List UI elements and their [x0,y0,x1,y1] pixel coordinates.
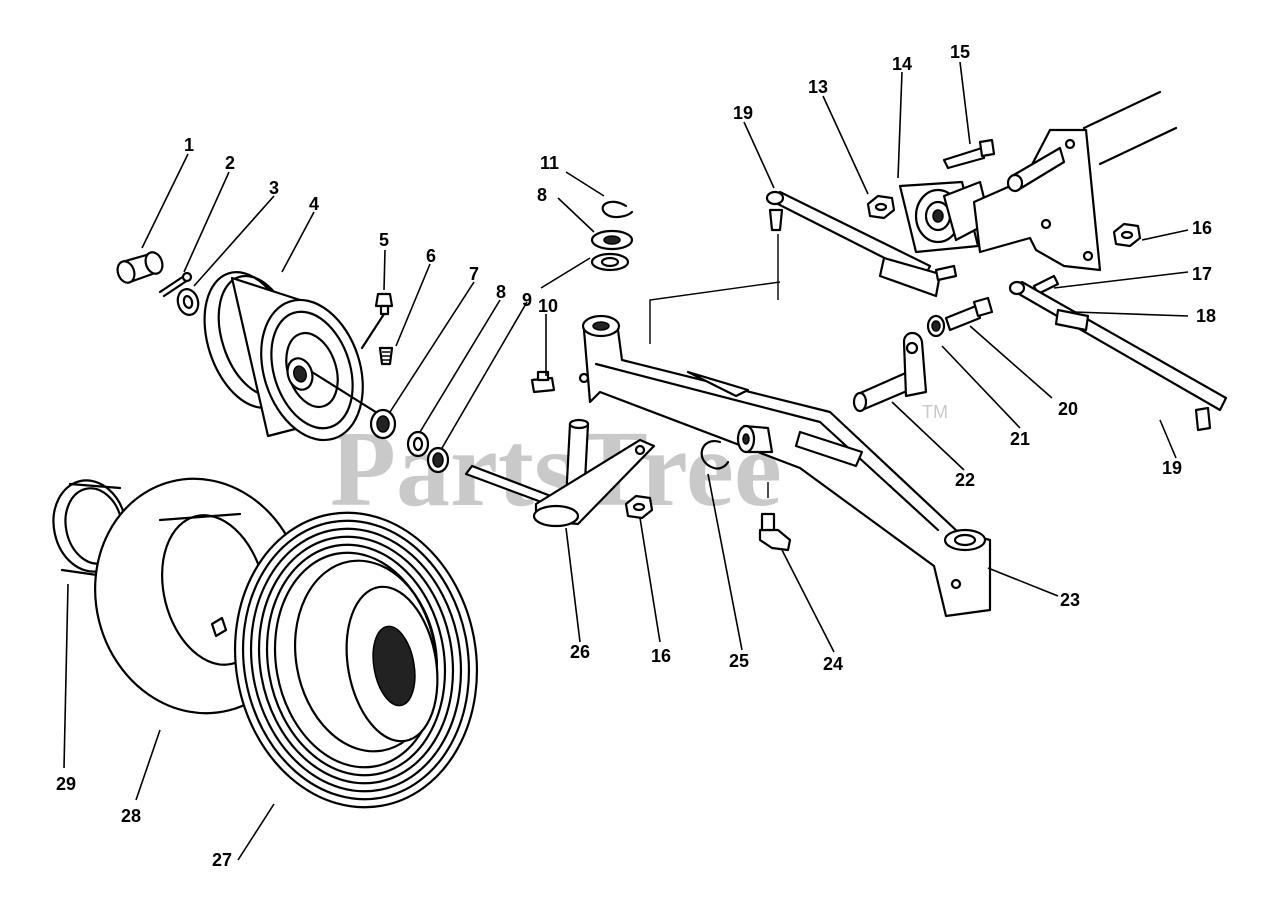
callout-19-upper: 19 [733,103,753,123]
callout-10: 10 [538,296,558,316]
part-23-axle-beam [578,281,992,618]
callout-13: 13 [808,77,828,97]
part-25-bushing [736,424,774,498]
part-25-e-clip [700,440,730,470]
callout-16-lower: 16 [651,646,671,666]
callout-15: 15 [950,42,970,62]
part-9-washer-upper [590,252,630,272]
part-2-pin [158,271,193,298]
part-19-tie-rod-upper [765,190,958,300]
callout-numbers: 1 2 3 4 5 6 7 8 9 10 11 8 13 14 15 19 16… [56,42,1216,870]
part-10-grease-fitting [530,370,556,394]
callout-18: 18 [1196,306,1216,326]
callout-20: 20 [1058,399,1078,419]
part-16-nut-upper [1112,222,1142,248]
callout-leaders [63,61,1189,861]
part-24-grease-fitting [758,512,792,552]
part-21-washer [926,314,946,338]
part-27-tire [233,511,479,809]
callout-7: 7 [469,264,479,284]
part-22-pivot-pin [852,331,928,413]
callout-19-lower: 19 [1162,458,1182,478]
callout-21: 21 [1010,429,1030,449]
callout-14: 14 [892,54,912,74]
part-8-washer-upper [590,229,634,251]
callout-29: 29 [56,774,76,794]
callout-23: 23 [1060,590,1080,610]
part-11-e-clip [601,200,634,219]
part-6-bolt [378,346,394,366]
callout-4: 4 [309,194,319,214]
callout-11: 11 [540,153,559,173]
callout-8-upper: 8 [537,185,547,205]
part-9-washer-lower [426,446,450,474]
part-8-washer-lower [406,430,430,458]
frame-mount-plate [972,90,1178,272]
callout-22: 22 [955,470,975,490]
part-1-bushing [116,251,164,284]
part-4-wheel-rim [203,271,384,442]
part-16-nut-lower [624,494,654,520]
callout-3: 3 [269,178,279,198]
callout-2: 2 [225,153,235,173]
callout-8-lower: 8 [496,282,506,302]
part-15-bolt [942,138,996,170]
callout-26: 26 [570,642,590,662]
watermark-trademark: TM [922,402,948,422]
callout-16-upper: 16 [1192,218,1212,238]
part-20-bolt [944,296,994,332]
part-5-grease-fitting [360,292,394,350]
callout-17: 17 [1192,264,1212,284]
callout-6: 6 [426,246,436,266]
callout-9-lower: 9 [522,290,532,310]
callout-5: 5 [379,230,389,250]
part-7-bearing [369,408,397,440]
callout-28: 28 [121,806,141,826]
callout-27: 27 [212,850,232,870]
part-26-spindle [464,418,656,528]
part-13-nut [866,194,896,220]
part-3-washer [176,288,200,316]
callout-25: 25 [729,651,749,671]
callout-1: 1 [184,135,194,155]
part-19-tie-rod-lower [1008,280,1228,432]
callout-24: 24 [823,654,843,674]
